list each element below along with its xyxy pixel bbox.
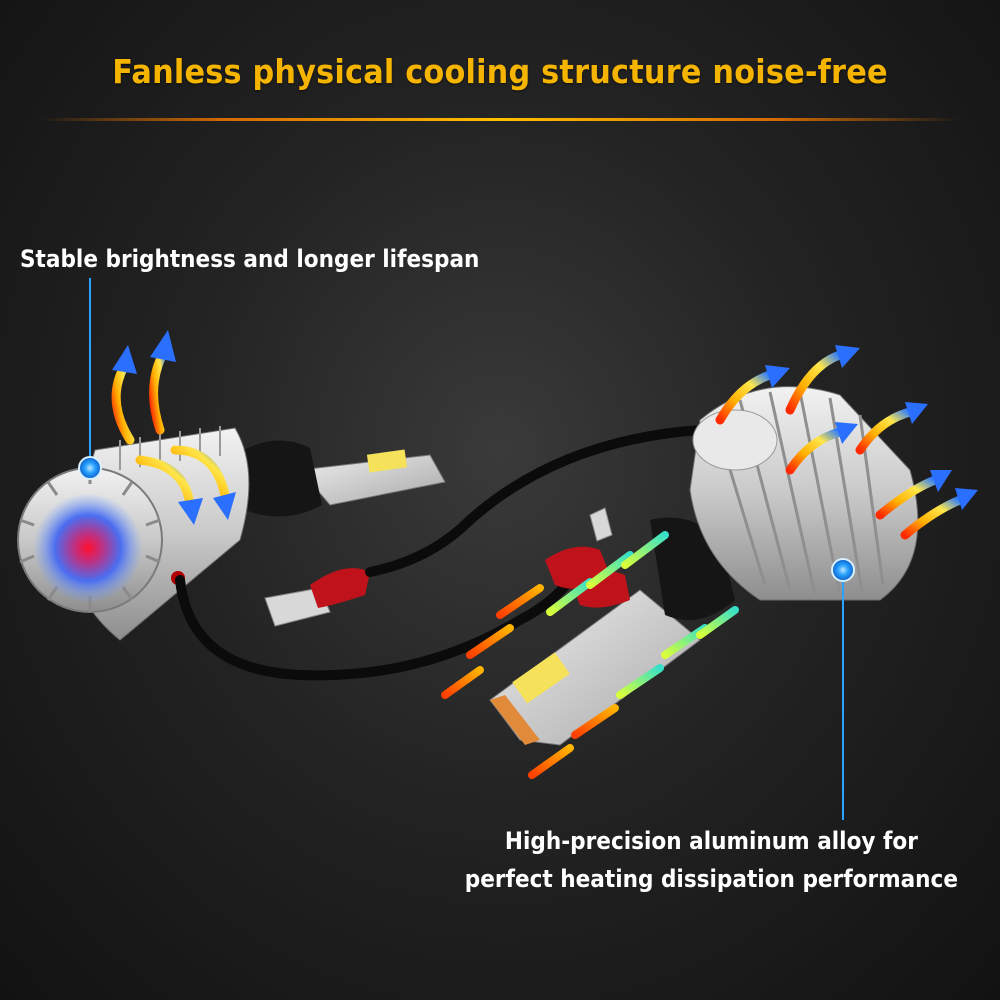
arrow-heads-right [765, 345, 978, 510]
callout-left [78, 278, 102, 480]
left-bulb [17, 426, 446, 641]
arrow-heads-left [112, 330, 236, 525]
right-bulb [489, 386, 919, 746]
title-underline [40, 118, 960, 121]
callout-right-line-2: perfect heating dissipation performance [464, 865, 958, 893]
callout-left-text: Stable brightness and longer lifespan [20, 245, 480, 273]
callout-right-line-1: High-precision aluminum alloy for [504, 827, 918, 855]
heat-arrows-right [715, 350, 965, 540]
callout-right-text: High-precision aluminum alloy for perfec… [465, 822, 958, 898]
headline: Fanless physical cooling structure noise… [112, 52, 888, 91]
callout-right [831, 558, 855, 820]
airflow-arrows [441, 531, 739, 779]
power-cables [175, 425, 705, 681]
